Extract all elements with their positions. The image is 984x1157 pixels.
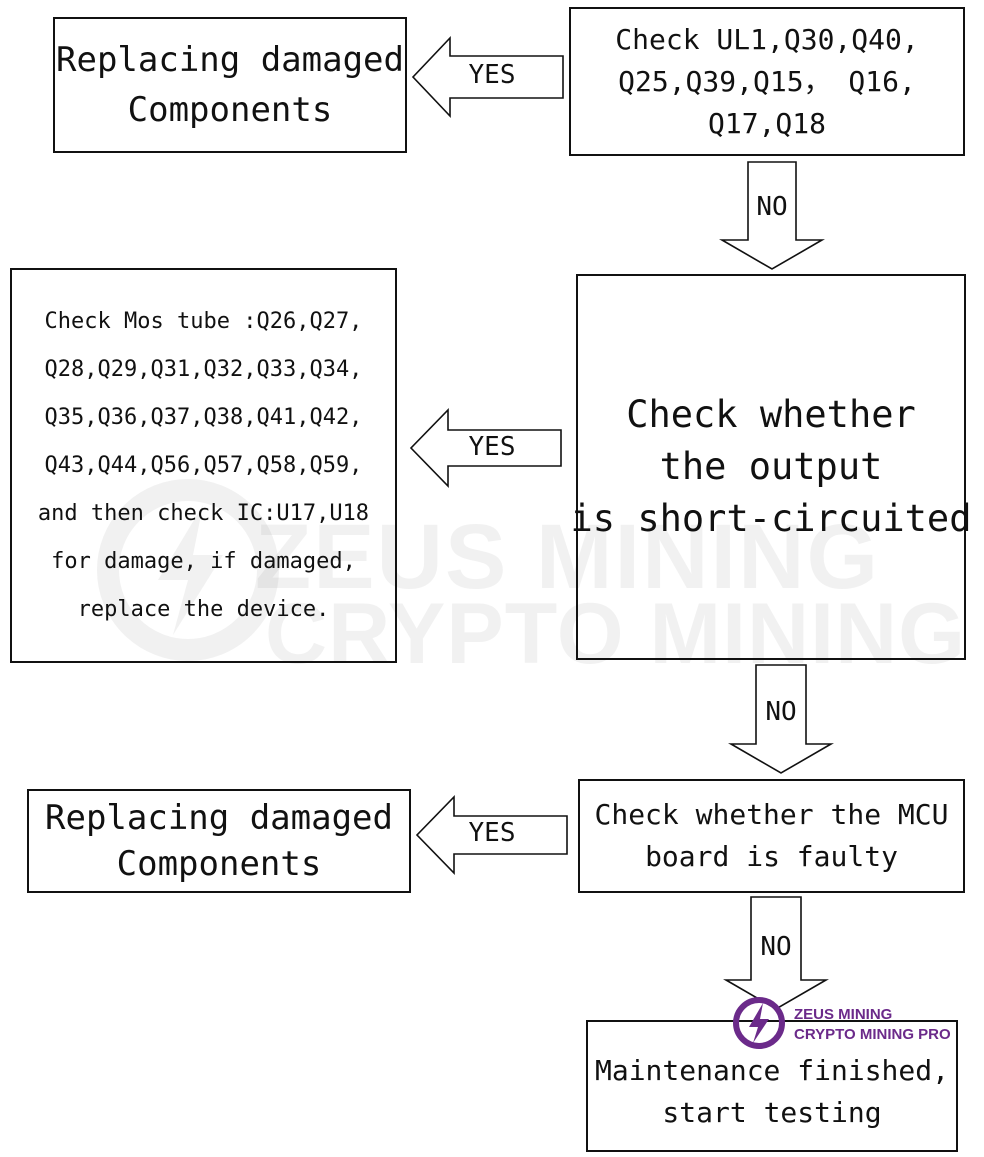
watermark-text-2: CRYPTO MINING PRO	[265, 586, 984, 682]
logo-text-line1: ZEUS MINING	[794, 1006, 893, 1023]
box-line: Check whether the MCU	[594, 798, 949, 831]
yes-label-1: YES	[468, 60, 516, 90]
zeus-lightning-logo-icon	[733, 997, 785, 1049]
check-short-circuit-box: Check whether the output is short-circui…	[571, 274, 971, 660]
box-line: is short-circuited	[570, 497, 972, 540]
no-label-1: NO	[756, 192, 788, 222]
box-line: Q35,Q36,Q37,Q38,Q41,Q42,	[44, 404, 363, 430]
no-arrow-1	[719, 161, 825, 270]
replace-components-box-bottom: Replacing damaged Components	[27, 789, 411, 893]
no-label-3: NO	[760, 932, 792, 962]
box-line: start testing	[662, 1096, 882, 1129]
box-line: and then check IC:U17,U18	[37, 500, 370, 526]
box-line: replace the device.	[77, 596, 330, 622]
replace-components-box-top: Replacing damaged Components	[53, 17, 407, 153]
box-line: Check whether	[626, 393, 916, 436]
watermark-logo-icon	[97, 479, 279, 661]
watermark-text-1: ZEUS MINING	[255, 506, 881, 608]
box-line: Q17,Q18	[707, 106, 826, 140]
yes-arrow-2	[409, 408, 562, 488]
check-ul1-box: Check UL1,Q30,Q40, Q25,Q39,Q15， Q16, Q17…	[569, 7, 965, 156]
box-line: Check Mos tube :Q26,Q27,	[44, 308, 363, 334]
yes-label-3: YES	[468, 818, 516, 848]
box-line: the output	[659, 445, 883, 488]
box-line: board is faulty	[645, 840, 898, 873]
check-mos-box: Check Mos tube :Q26,Q27, Q28,Q29,Q31,Q32…	[10, 268, 397, 663]
yes-arrow-1	[411, 35, 564, 119]
box-line: for damage, if damaged,	[51, 548, 356, 574]
yes-label-2: YES	[468, 432, 516, 462]
box-line: Replacing damaged	[45, 798, 393, 838]
box-line: Maintenance finished,	[594, 1054, 949, 1087]
check-mcu-box: Check whether the MCU board is faulty	[578, 779, 965, 893]
box-line: Components	[116, 844, 322, 884]
box-line: Q25,Q39,Q15， Q16,	[618, 64, 916, 98]
box-line: Q28,Q29,Q31,Q32,Q33,Q34,	[44, 356, 363, 382]
yes-arrow-3	[415, 795, 568, 875]
no-arrow-3	[723, 896, 829, 1010]
box-line: Check UL1,Q30,Q40,	[615, 22, 919, 56]
no-label-2: NO	[765, 697, 797, 727]
box-line: Replacing damaged	[56, 40, 404, 80]
no-arrow-2	[728, 664, 834, 774]
logo-text-line2: CRYPTO MINING PRO	[794, 1026, 951, 1043]
maintenance-finished-box: Maintenance finished, start testing	[586, 1020, 958, 1152]
box-line: Q43,Q44,Q56,Q57,Q58,Q59,	[44, 452, 363, 478]
box-line: Components	[127, 90, 333, 130]
